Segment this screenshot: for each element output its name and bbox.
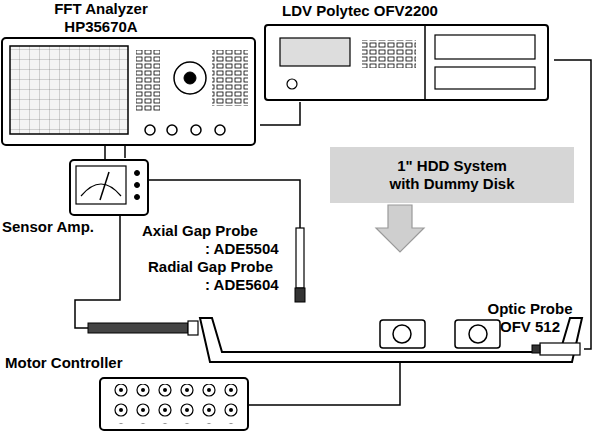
analyzer-connector [191,125,201,135]
node-label: Sensor Amp. [2,218,112,236]
axial-gap-probe [295,228,305,302]
probe-label: : ADE5504 [205,240,279,258]
analyzer-screen [10,46,128,134]
instrument-node: FFT Analyzer HP35670A [0,0,260,145]
analyzer-connector [215,125,225,135]
hdd-spindle [469,325,487,343]
analyzer-connector [145,125,155,135]
ldv-device [265,25,548,100]
node-label: LDV Polytec OFV2200 [270,2,450,20]
meter-scale [81,184,121,196]
controller-knobs [108,384,240,424]
analyzer-buttons [136,50,160,112]
wire [248,362,400,405]
node-label: 1" HDD System with Dummy Disk [386,157,518,193]
meter-face [76,166,126,204]
hdd-part [380,320,425,348]
ldv-switch [287,79,297,89]
ldv-divider [424,25,426,100]
ldv-case [265,25,548,100]
hdd-part [455,320,500,348]
analyzer-knob [174,62,206,94]
amp-case [70,160,148,215]
probe-label: Radial Gap Probe [148,258,273,276]
controller-case [100,378,248,430]
probe-tip [188,321,198,335]
probe-node: Optic Probe OFV 512 [478,300,584,362]
down-arrow [376,205,424,252]
ldv-panel [435,35,535,59]
ldv-panel [435,67,535,89]
node-label: FFT Analyzer HP35670A [45,0,157,36]
instrument-node: Sensor Amp. [0,158,152,238]
instrument-node: Motor Controller [5,352,252,432]
amp-led [135,171,140,176]
fft-analyzer-device [2,38,255,145]
analyzer-knob-center [184,72,196,84]
ldv-buttons [362,40,416,68]
analyzer-case [2,38,255,145]
cable [124,145,126,158]
node-label: Optic Probe OFV 512 [478,300,582,336]
radial-gap-probe [88,321,198,335]
optic-probe-lens [532,345,540,353]
analyzer-keypad [212,50,248,106]
hdd-spindle [393,325,411,343]
wire [148,180,300,228]
node-label: Motor Controller [5,354,155,372]
probe-body [88,323,188,333]
meter-needle [100,172,109,200]
amp-led [135,183,140,188]
probe-tip [295,288,305,302]
motor-controller-device [100,378,248,430]
probe-label: Axial Gap Probe [142,222,258,240]
instrument-node: LDV Polytec OFV2200 [265,0,554,102]
probe-label: : ADE5604 [205,276,279,294]
analyzer-connector [167,125,177,135]
probe-body [296,228,304,288]
ldv-display [280,38,350,66]
system-box: 1" HDD System with Dummy Disk [330,147,574,203]
sensor-amplifier [70,160,148,215]
cable [260,102,300,125]
optic-probe-body [540,343,580,355]
wire [104,145,106,160]
amp-led [135,195,140,200]
